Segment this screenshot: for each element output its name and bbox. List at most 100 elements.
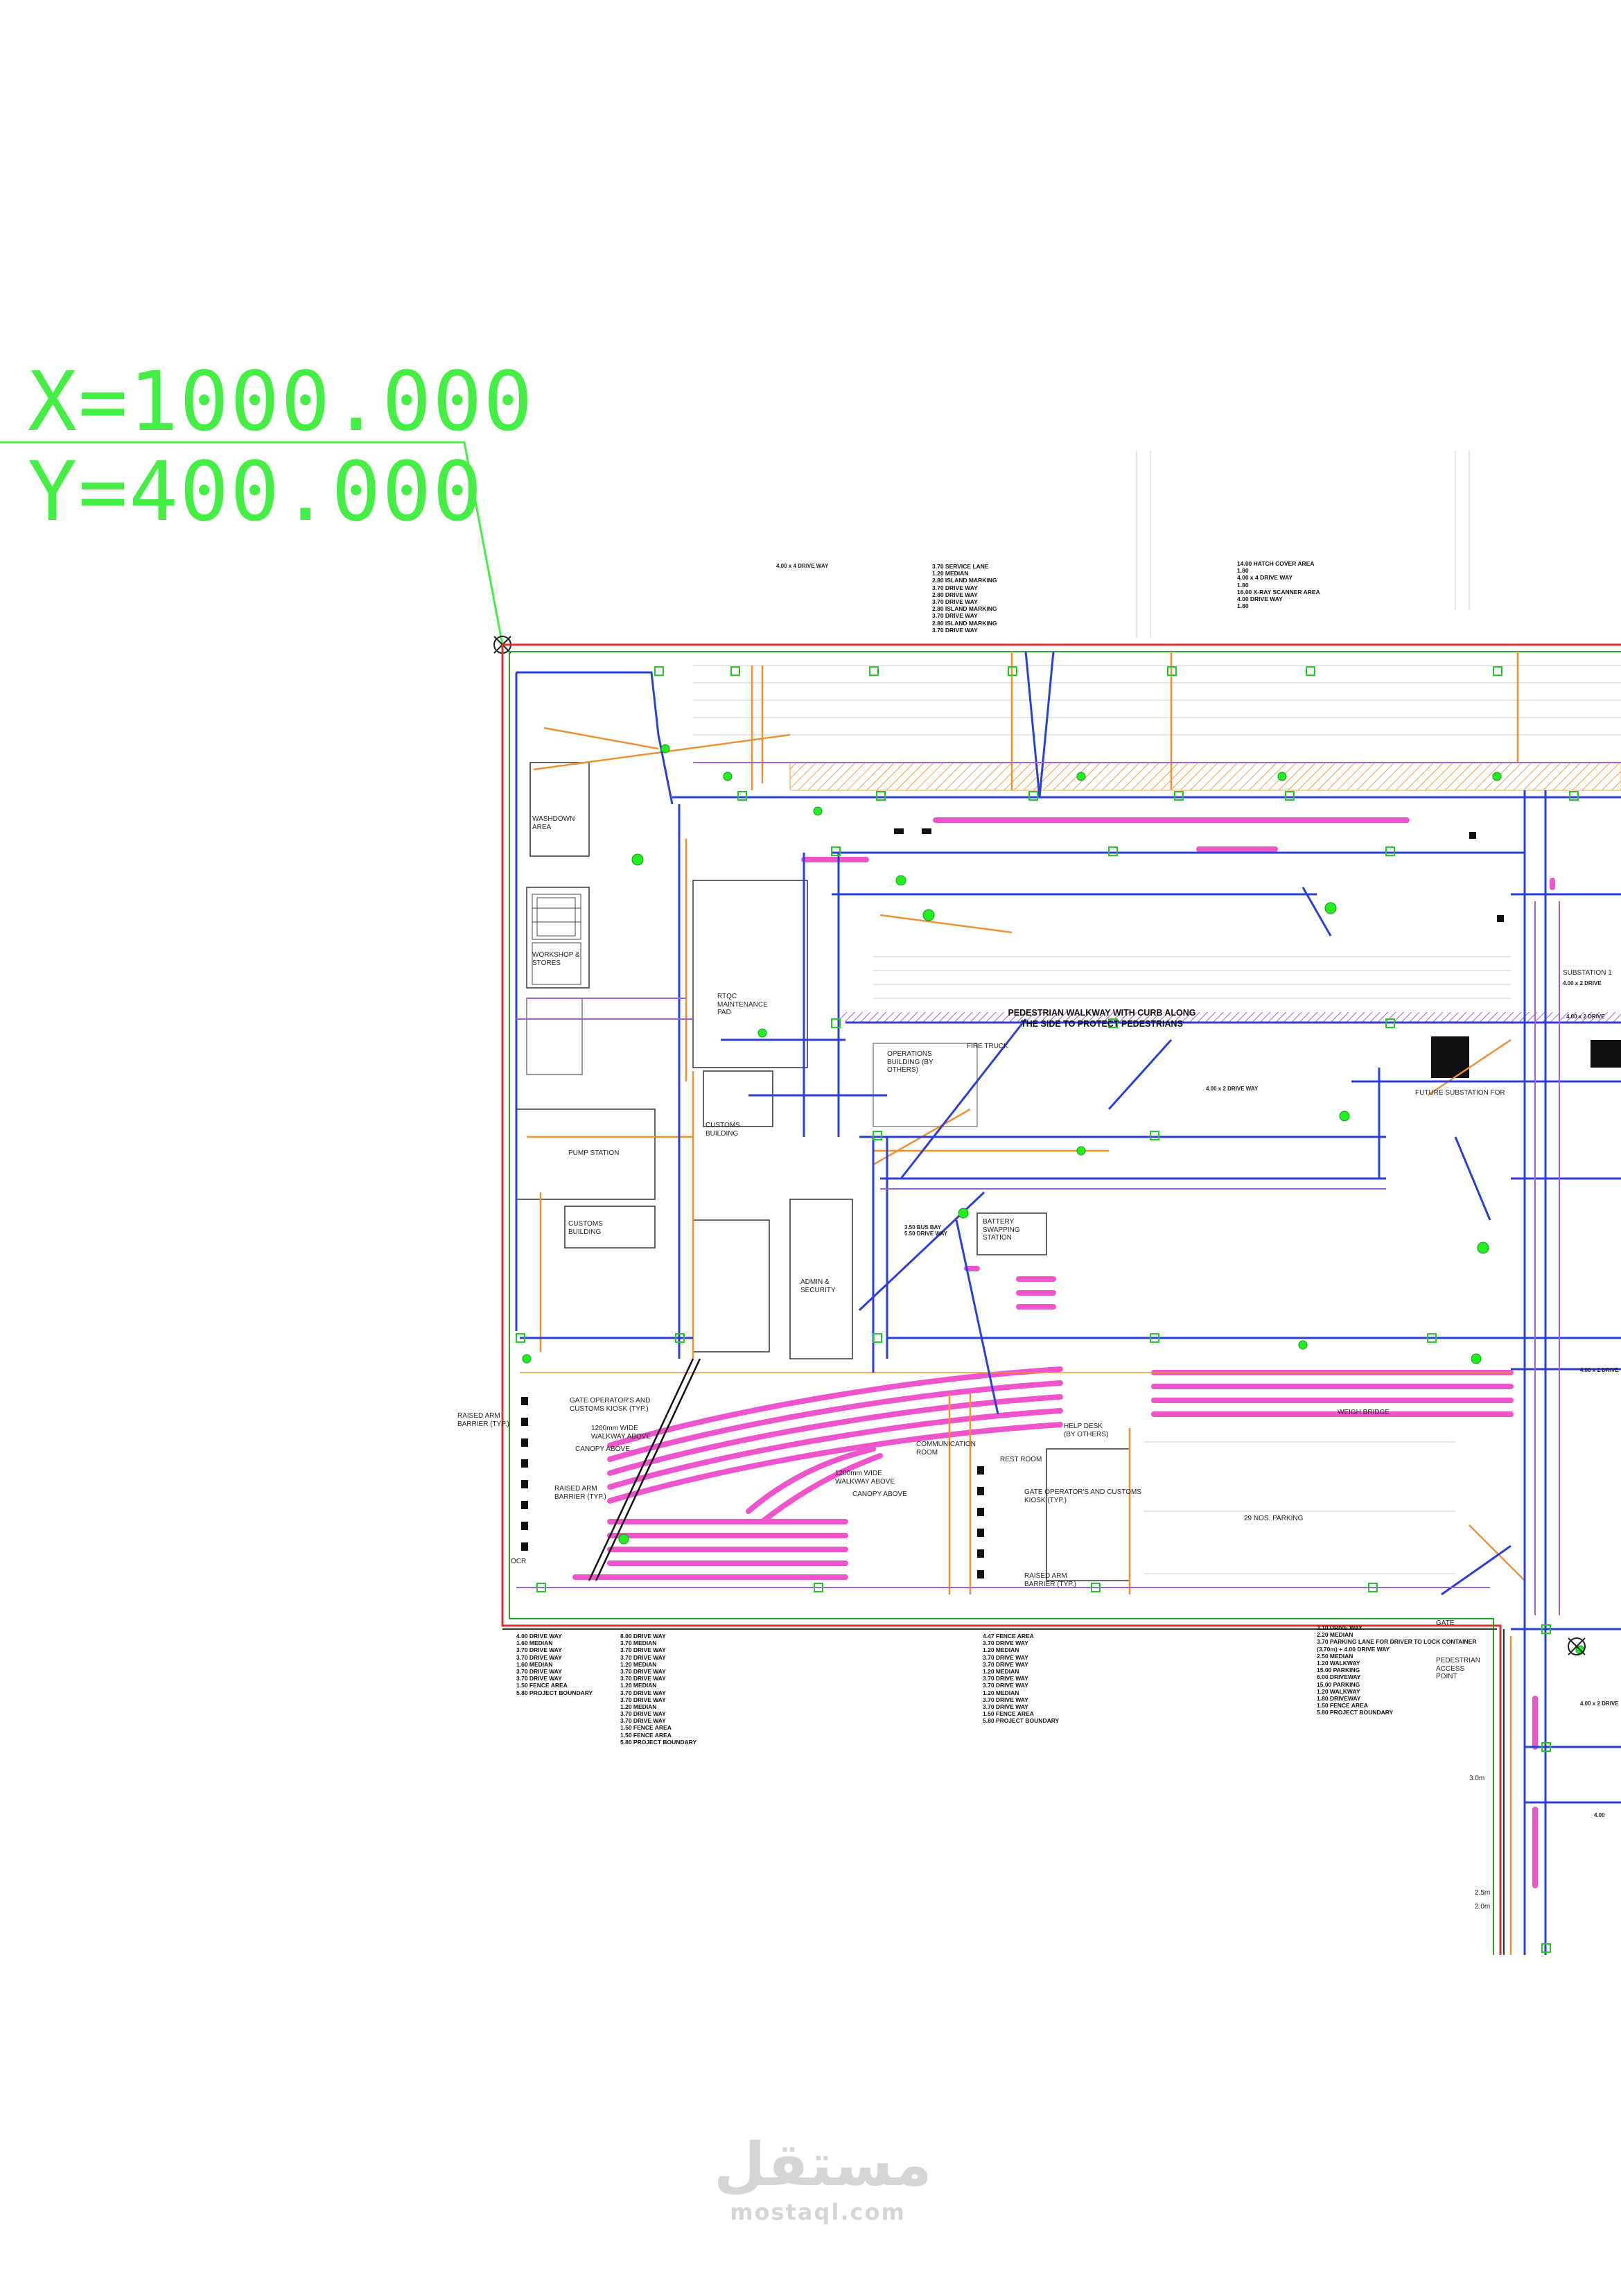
annotation-line: 1.50 FENCE AREA: [516, 1682, 568, 1689]
annotation-line: 1.80: [1237, 581, 1249, 589]
label-walkway-left: 1200mm WIDE WALKWAY ABOVE: [591, 1425, 651, 1441]
annotation-line: 3.70 DRIVE WAY: [620, 1710, 666, 1718]
annotation-line: 1.20 WALKWAY: [1317, 1687, 1360, 1695]
label-gate: GATE: [1436, 1619, 1455, 1627]
label-future-substation: FUTURE SUBSTATION FOR: [1415, 1089, 1505, 1097]
coordinate-y-label: Y=400.000: [28, 444, 484, 539]
annotation-line: 1.50 FENCE AREA: [620, 1731, 672, 1739]
annotation-line: 3.70 DRIVE WAY: [983, 1653, 1028, 1661]
pedestrian-walkway-note: PEDESTRIAN WALKWAY WITH CURB ALONG THE S…: [984, 1008, 1220, 1029]
annotation-line: 3.70 DRIVE WAY: [983, 1675, 1028, 1682]
annotation-line: 3.70 DRIVE WAY: [516, 1667, 562, 1675]
annotation-line: 3.70 MEDIAN: [620, 1640, 657, 1647]
annotation-line: 3.70 DRIVE WAY: [932, 598, 978, 605]
label-fire-truck: FIRE TRUCK: [967, 1043, 1008, 1050]
label-walkway-mid: 1200mm WIDE WALKWAY ABOVE: [835, 1470, 895, 1486]
label-customs-building-small: CUSTOMS BUILDING: [568, 1220, 603, 1236]
label-drive-top: 4.00 x 4 DRIVE WAY: [776, 563, 829, 569]
annotation-line: 15.00 PARKING: [1317, 1680, 1360, 1688]
annotation-line: 2.80 DRIVE WAY: [932, 591, 978, 598]
annotation-line: 1.20 MEDIAN: [620, 1703, 657, 1710]
annotation-line: 2.80 ISLAND MARKING: [932, 577, 997, 584]
annotation-line: 5.80 PROJECT BOUNDARY: [516, 1689, 593, 1696]
pedestrian-note-line-1: PEDESTRIAN WALKWAY WITH CURB ALONG: [1008, 1008, 1196, 1018]
secondary-marker: [1568, 1637, 1586, 1655]
annotation-line: 3.10 DRIVE WAY: [1317, 1624, 1362, 1631]
annotation-line: 1.60 MEDIAN: [516, 1640, 553, 1647]
label-bus-bay: 3.50 BUS BAY 5.50 DRIVE WAY: [904, 1224, 947, 1237]
kiosk-markers: [521, 828, 1504, 1578]
label-battery-swapping: BATTERY SWAPPING STATION: [983, 1218, 1020, 1242]
label-drive-way-mid: 4.00 x 2 DRIVE WAY: [1206, 1086, 1259, 1092]
fence-lines: [516, 762, 1621, 1615]
access-road: [588, 1358, 701, 1581]
watermark-latin: mostaql.com: [730, 2199, 906, 2225]
label-raised-arm-inner: RAISED ARM BARRIER (TYP.): [554, 1485, 606, 1501]
label-washdown-area: WASHDOWN AREA: [532, 815, 575, 831]
annotation-line: 3.70 DRIVE WAY: [983, 1660, 1028, 1668]
annotation-line: 1.20 MEDIAN: [983, 1689, 1019, 1696]
mostaql-watermark: مستقل mostaql.com: [714, 2130, 932, 2225]
label-drive-right-3: 4.00 x 2 DRIVE: [1580, 1367, 1619, 1373]
annotation-line: 1.20 MEDIAN: [932, 570, 969, 577]
label-raised-arm-bottom: RAISED ARM BARRIER (TYP.): [1024, 1572, 1076, 1588]
annotation-line: 3.70 DRIVE WAY: [620, 1689, 666, 1696]
annotation-line: 1.80: [1237, 567, 1249, 575]
lane-markings: [572, 817, 1555, 1888]
label-canopy-mid: CANOPY ABOVE: [852, 1490, 907, 1498]
annotation-line: 3.70 DRIVE WAY: [620, 1646, 666, 1654]
annotation-line: 15.00 PARKING: [1317, 1667, 1360, 1674]
fence-line: [509, 651, 1621, 1955]
annotation-line: 3.70 DRIVE WAY: [983, 1640, 1028, 1647]
label-weigh-bridge: WEIGH BRIDGE: [1338, 1409, 1390, 1416]
annotation-line: 2.20 MEDIAN: [1317, 1631, 1353, 1639]
label-drive-right-1: 4.00 x 2 DRIVE: [1563, 980, 1602, 986]
annotation-line: 3.70 DRIVE WAY: [516, 1653, 562, 1661]
label-drive-right-5: 4.00: [1594, 1812, 1605, 1818]
annotation-line: 5.80 PROJECT BOUNDARY: [1317, 1709, 1394, 1716]
building-outlines: [516, 762, 1130, 1581]
annotation-line: 1.20 MEDIAN: [620, 1682, 657, 1689]
annotation-line: 2.50 MEDIAN: [1317, 1652, 1353, 1660]
annotation-line: 2.80 ISLAND MARKING: [932, 619, 997, 627]
annotation-line: 3.70 PARKING LANE FOR DRIVER TO LOCK CON…: [1317, 1638, 1477, 1646]
annotation-line: 4.47 FENCE AREA: [983, 1633, 1034, 1640]
label-parking: 29 NOS. PARKING: [1244, 1515, 1304, 1522]
label-pedestrian-access: PEDESTRIAN ACCESS POINT: [1436, 1657, 1480, 1680]
annotation-line: 1.50 FENCE AREA: [983, 1710, 1034, 1718]
label-gate-kiosk-right: GATE OPERATOR'S AND CUSTOMS KIOSK (TYP.): [1024, 1488, 1141, 1504]
label-raised-arm-outside: RAISED ARM BARRIER (TYP.): [457, 1412, 509, 1428]
label-customs-building: CUSTOMS BUILDING: [706, 1122, 740, 1138]
annotation-line: 4.00 x 4 DRIVE WAY: [1237, 574, 1293, 582]
annotation-line: 3.70 SERVICE LANE: [932, 563, 989, 570]
label-workshop-stores: WORKSHOP & STORES: [532, 951, 580, 967]
annotation-line: 1.80: [1237, 602, 1249, 610]
inner-dark-boundary: [502, 1628, 1505, 1955]
project-boundary: [501, 643, 1621, 1955]
label-operations-building: OPERATIONS BUILDING (BY OTHERS): [887, 1050, 934, 1074]
annotation-line: 3.70 DRIVE WAY: [620, 1717, 666, 1725]
annotation-line: 3.70 DRIVE WAY: [932, 584, 978, 591]
annotation-line: 3.70 DRIVE WAY: [932, 612, 978, 620]
label-help-desk: HELP DESK (BY OTHERS): [1064, 1423, 1109, 1438]
service-routes: [520, 652, 1525, 1955]
annotation-line: 1.60 MEDIAN: [516, 1660, 553, 1668]
hatched-band-top: [789, 762, 1621, 791]
coordinate-x-label: X=1000.000: [28, 354, 534, 449]
annotation-line: 1.20 MEDIAN: [620, 1660, 657, 1668]
substation-block: [1591, 1040, 1621, 1068]
watermark-arabic: مستقل: [714, 2130, 932, 2200]
label-dim-3-0: 3.0m: [1469, 1775, 1485, 1782]
label-substation: SUBSTATION 1: [1563, 969, 1612, 977]
annotation-line: 14.00 HATCH COVER AREA: [1237, 560, 1315, 567]
label-drive-right-4: 4.00 x 2 DRIVE: [1580, 1701, 1619, 1707]
annotation-line: 16.00 X-RAY SCANNER AREA: [1237, 588, 1320, 595]
label-drive-right-2: 4.00 x 2 DRIVE: [1566, 1014, 1605, 1020]
annotation-line: 5.80 PROJECT BOUNDARY: [983, 1717, 1060, 1725]
